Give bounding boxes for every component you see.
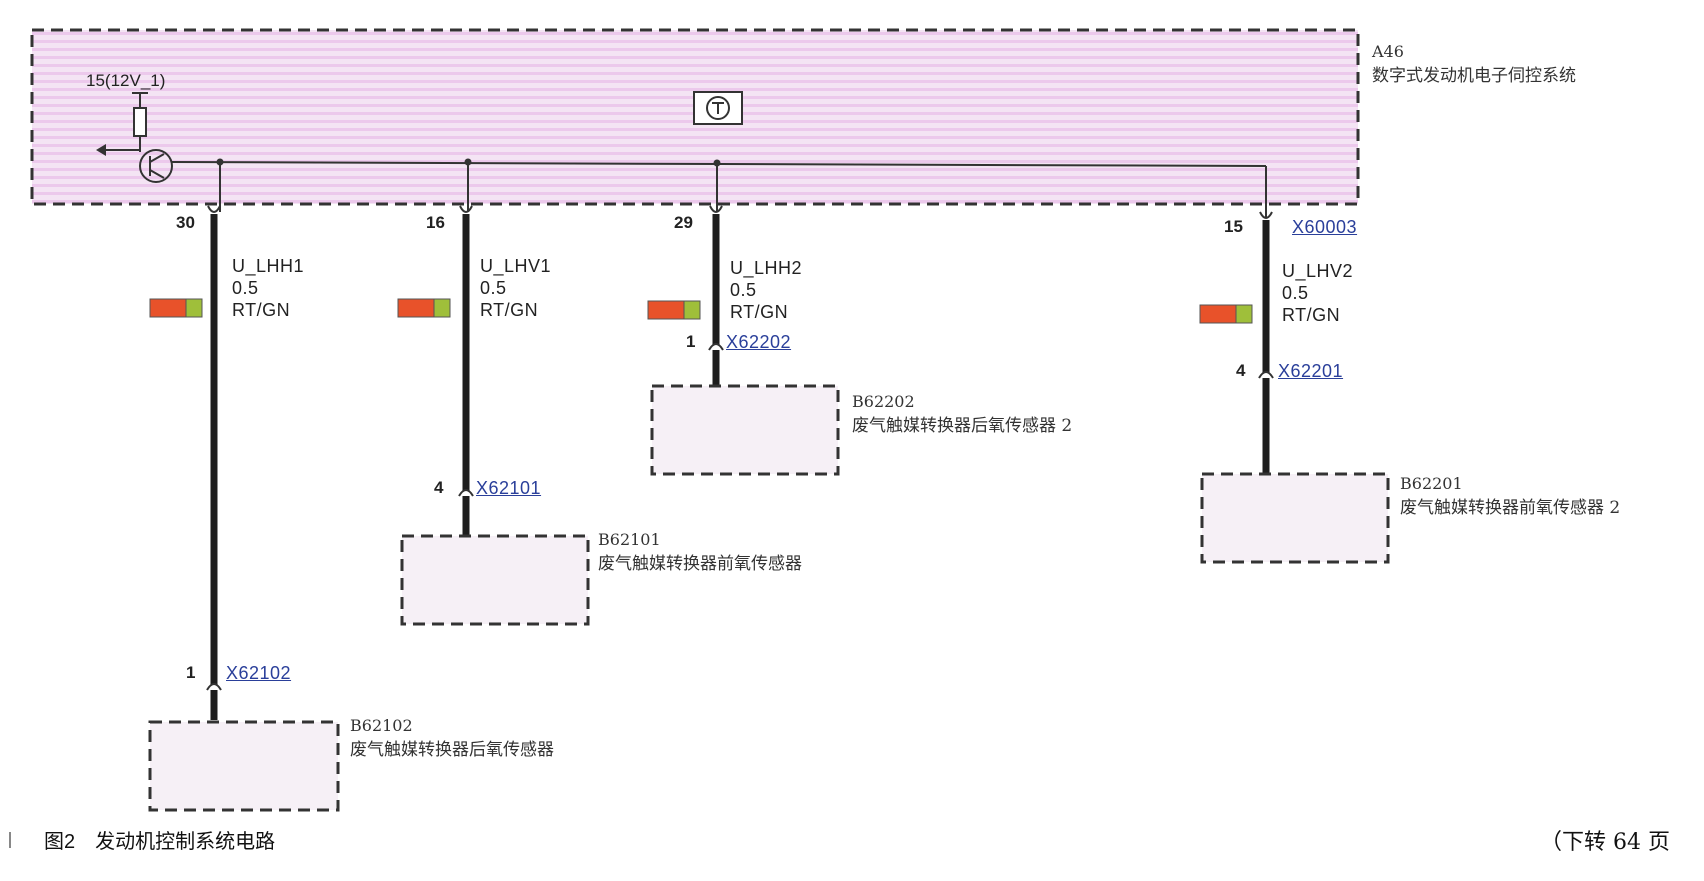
sensor-pin: 1 <box>686 332 696 351</box>
harness-wires <box>210 214 1270 720</box>
sensor-pin: 4 <box>1236 361 1246 380</box>
sensor-pin: 1 <box>186 663 196 682</box>
swatch-red <box>1199 304 1237 324</box>
swatch-red <box>149 298 187 318</box>
wire-size: 0.5 <box>480 278 507 298</box>
sensor-connector[interactable]: X62202 <box>726 332 792 352</box>
swatch-green <box>433 298 451 318</box>
sensor-name: 废气触媒转换器后氧传感器 <box>350 740 554 760</box>
sensor-name: 废气触媒转换器前氧传感器 <box>598 554 802 574</box>
swatch-red <box>397 298 435 318</box>
continuation-note: （下转 64 页 <box>1540 830 1670 855</box>
sensor-box-B62102 <box>148 720 340 812</box>
sensor-id: B62101 <box>598 530 661 549</box>
wire-size: 0.5 <box>232 278 259 298</box>
swatch-green <box>1235 304 1253 324</box>
transistor-icon <box>139 149 173 183</box>
wire-name: U_LHH1 <box>232 256 305 276</box>
swatch-red <box>647 300 685 320</box>
wire-color-code: RT/GN <box>730 302 789 322</box>
ecu-symbol-circle <box>706 96 730 120</box>
module-connector-pins <box>207 205 1273 219</box>
module-pin: 16 <box>426 213 445 232</box>
sensor-id: B62202 <box>852 392 915 411</box>
wire-name: U_LHH2 <box>730 258 803 278</box>
sensor-connector[interactable]: X62101 <box>476 478 542 498</box>
transistor-collector <box>149 153 165 163</box>
wire-color-swatches <box>149 298 1253 324</box>
wire-color-code: RT/GN <box>480 300 539 320</box>
module-connector[interactable]: X60003 <box>1292 217 1358 237</box>
sensor-name: 废气触媒转换器后氧传感器 2 <box>852 416 1073 436</box>
module-pin: 30 <box>176 213 195 232</box>
sensor-name: 废气触媒转换器前氧传感器 2 <box>1400 498 1621 518</box>
wire-name: U_LHV2 <box>1282 261 1354 281</box>
wire-name: U_LHV1 <box>480 256 552 276</box>
sensor-connector[interactable]: X62201 <box>1278 361 1344 381</box>
sensor-box-B62202 <box>650 384 840 476</box>
transistor-emitter <box>149 169 165 179</box>
sensor-id: B62102 <box>350 716 413 735</box>
sensor-boxes <box>148 384 1390 812</box>
swatch-green <box>683 300 701 320</box>
resistor <box>133 107 147 137</box>
wire-size: 0.5 <box>730 280 757 300</box>
module-name: 数字式发动机电子伺控系统 <box>1372 66 1576 86</box>
sensor-connector-pins <box>206 343 1274 691</box>
sensor-connector[interactable]: X62102 <box>226 663 292 683</box>
sensor-box-B62101 <box>400 534 590 626</box>
junctions <box>216 158 1267 218</box>
module-pin: 29 <box>674 213 693 232</box>
swatch-green <box>185 298 203 318</box>
figure-caption: 图2 发动机控制系统电路 <box>44 831 276 853</box>
wire-color-code: RT/GN <box>1282 305 1341 325</box>
supply-label: 15(12V_1) <box>86 71 166 90</box>
module-pin: 15 <box>1224 217 1243 236</box>
sensor-id: B62201 <box>1400 474 1463 493</box>
arrow-left-icon <box>96 144 106 156</box>
module-id: A46 <box>1372 42 1404 61</box>
wire-color-code: RT/GN <box>232 300 291 320</box>
sensor-box-B62201 <box>1200 472 1390 564</box>
wire-size: 0.5 <box>1282 283 1309 303</box>
sensor-pin: 4 <box>434 478 444 497</box>
